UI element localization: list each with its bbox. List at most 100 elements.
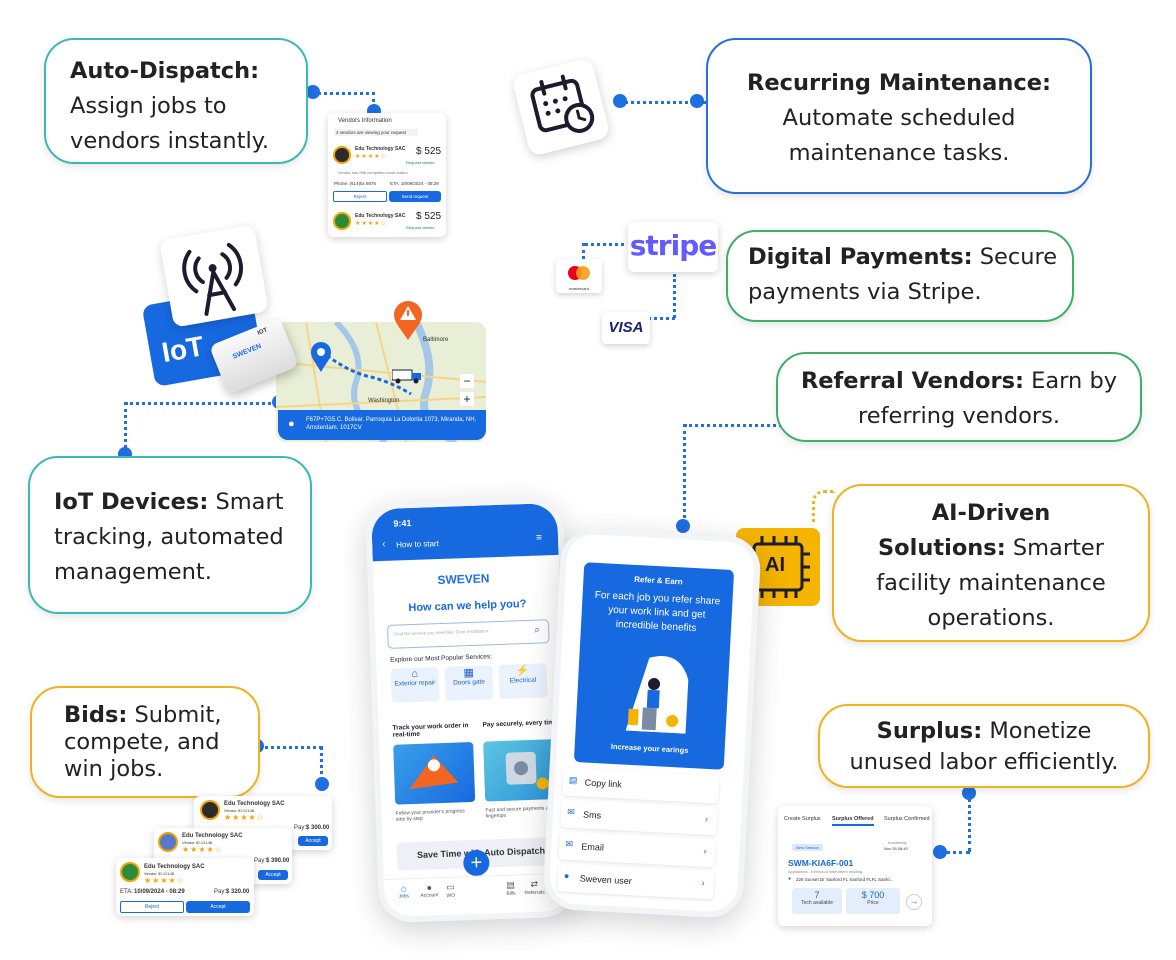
user-icon: ● <box>563 870 570 881</box>
truck-icon <box>391 368 422 384</box>
callout-digital-payments: Digital Payments: Secure payments via St… <box>726 230 1074 322</box>
connector-line <box>620 101 706 104</box>
accept-button[interactable]: Accept <box>258 870 288 880</box>
connector-line <box>124 402 127 454</box>
callout-title: AI-Driven <box>931 500 1051 526</box>
availability-value: Nov 26 08:40 <box>884 846 908 851</box>
callout-text: referring vendors. <box>857 403 1060 429</box>
avatar <box>333 212 351 230</box>
pay-label: Pay: <box>294 825 307 831</box>
eta-label: ETA: <box>120 889 133 895</box>
connector-dot <box>315 777 329 791</box>
tab-account[interactable]: ●Account <box>420 882 439 899</box>
price-value: $ 700 <box>861 890 885 900</box>
menu-icon[interactable]: ≡ <box>535 532 543 544</box>
email-row[interactable]: ✉Email› <box>558 831 716 868</box>
service-doors-gate[interactable]: ▦Doors gate <box>444 665 494 701</box>
refer-body: For each job you refer share your work l… <box>594 589 721 635</box>
refer-cta: Increase your earings <box>610 741 689 755</box>
callout-text: Automate scheduled <box>782 105 1016 131</box>
tab-referrals[interactable]: ⇄Referrals <box>524 878 545 897</box>
tab-create-surplus[interactable]: Create Surplus <box>784 816 821 822</box>
promo-image-map <box>393 741 476 805</box>
zoom-in-button[interactable]: + <box>460 392 474 406</box>
callout-text: operations. <box>927 605 1055 631</box>
pay-label: Pay: <box>254 858 267 864</box>
accept-button[interactable]: Accept <box>186 901 250 913</box>
callout-text: Submit, <box>127 702 222 728</box>
surplus-card: Create Surplus Surplus Offered Surplus C… <box>778 806 932 926</box>
service-exterior-repair[interactable]: ⌂Exterior repair <box>390 667 440 703</box>
callout-text: win jobs. <box>64 756 164 782</box>
tech-available-box: 7 Tech available <box>792 888 842 914</box>
callout-text: Smarter <box>1005 535 1105 561</box>
tab-label: Jobs <box>398 893 410 900</box>
send-request-button[interactable]: Send request <box>389 191 441 202</box>
company-name: Edu Technology SAC <box>144 864 205 870</box>
add-button[interactable]: + <box>462 849 490 877</box>
location-icon: ● <box>788 876 792 882</box>
tab-bills[interactable]: ▤Bills <box>506 879 516 897</box>
surplus-subtitle: Appliances - Kenwood instrument reading <box>788 869 863 874</box>
sweven-user-row[interactable]: ●Sweven user› <box>557 863 715 900</box>
address-text: F67P+7G5.C. Bolivar. Parroquia La Dolori… <box>306 417 477 431</box>
connector-line <box>584 243 632 246</box>
copy-link-row[interactable]: ▤Copy link <box>562 767 720 804</box>
accept-button[interactable]: Accept <box>298 836 328 846</box>
phone-refer-screen: Refer & Earn For each job you refer shar… <box>542 527 762 919</box>
reject-button[interactable]: Reject <box>120 901 184 913</box>
tab-jobs[interactable]: ⌂Jobs <box>398 883 410 900</box>
company-name: Edu Technology SAC <box>224 801 285 807</box>
callout-text: vendors instantly. <box>70 128 270 154</box>
sms-row[interactable]: ✉Sms› <box>560 799 718 836</box>
refer-header: Refer & Earn <box>634 574 683 587</box>
search-icon[interactable]: ⌕ <box>534 624 541 636</box>
row-label: Sweven user <box>579 873 632 887</box>
vendors-info-card: Vendors Information 3 vendors are viewin… <box>328 113 446 237</box>
status-time: 9:41 <box>393 517 412 529</box>
callout-title: Recurring Maintenance: <box>747 70 1051 96</box>
mastercard-text: mastercard <box>568 286 589 291</box>
callout-text: Secure <box>972 244 1058 270</box>
callout-referral-vendors: Referral Vendors: Earn by referring vend… <box>776 352 1142 442</box>
service-electrical[interactable]: ⚡Electrical <box>498 663 548 699</box>
section-label: Explore our Most Popular Services: <box>390 653 493 664</box>
connector-line <box>683 424 686 524</box>
zoom-out-button[interactable]: − <box>460 374 474 388</box>
chevron-right-icon: › <box>703 845 707 857</box>
pay-amount: $ 320.00 <box>226 889 250 895</box>
reject-button[interactable]: Reject <box>333 191 387 202</box>
connector-line <box>582 243 585 259</box>
status-badge: New Session <box>792 844 824 851</box>
address-bar: ● F67P+7G5.C. Bolivar. Parroquia La Dolo… <box>278 410 486 440</box>
callout-text: tracking, automated <box>54 524 284 550</box>
connector-line <box>940 851 970 854</box>
callout-title: Bids: <box>64 702 128 728</box>
tab-surplus-offered[interactable]: Surplus Offered <box>832 816 874 826</box>
connector-dot <box>690 94 704 108</box>
tab-label: Referrals <box>524 889 545 897</box>
back-icon[interactable]: ‹ <box>381 538 386 550</box>
search-input[interactable]: Find the service you need like 'Door ins… <box>386 619 550 649</box>
company-name: Edu Technology SAC <box>182 833 243 839</box>
stripe-logo: stripe <box>628 222 718 272</box>
price-label: Price <box>867 900 879 906</box>
device-label: IOT <box>256 327 269 337</box>
referral-illustration <box>625 655 689 734</box>
nav-title: How to start <box>396 539 440 550</box>
eta-value: 10/09/2024 - 08:29 <box>134 889 185 895</box>
callout-text: Smart <box>208 489 284 515</box>
star-rating: ★★★★☆ <box>355 221 387 227</box>
status-badge: Request viewed <box>406 225 435 230</box>
avatar <box>158 832 178 852</box>
tab-surplus-confirmed[interactable]: Surplus Confirmed <box>884 816 930 822</box>
tab-label: WO <box>446 892 456 899</box>
arrow-right-icon[interactable]: → <box>906 894 922 910</box>
refer-banner: Refer & Earn For each job you refer shar… <box>573 562 735 770</box>
phone-home-screen: 9:41 ‹ How to start ≡ SWEVEN How can we … <box>364 496 578 924</box>
connector-dot <box>933 845 947 859</box>
visa-text: VISA <box>608 319 644 336</box>
tab-wo[interactable]: ▭WO <box>446 881 456 899</box>
status-badge: Request viewed <box>406 160 435 165</box>
connector-dot <box>676 519 690 533</box>
